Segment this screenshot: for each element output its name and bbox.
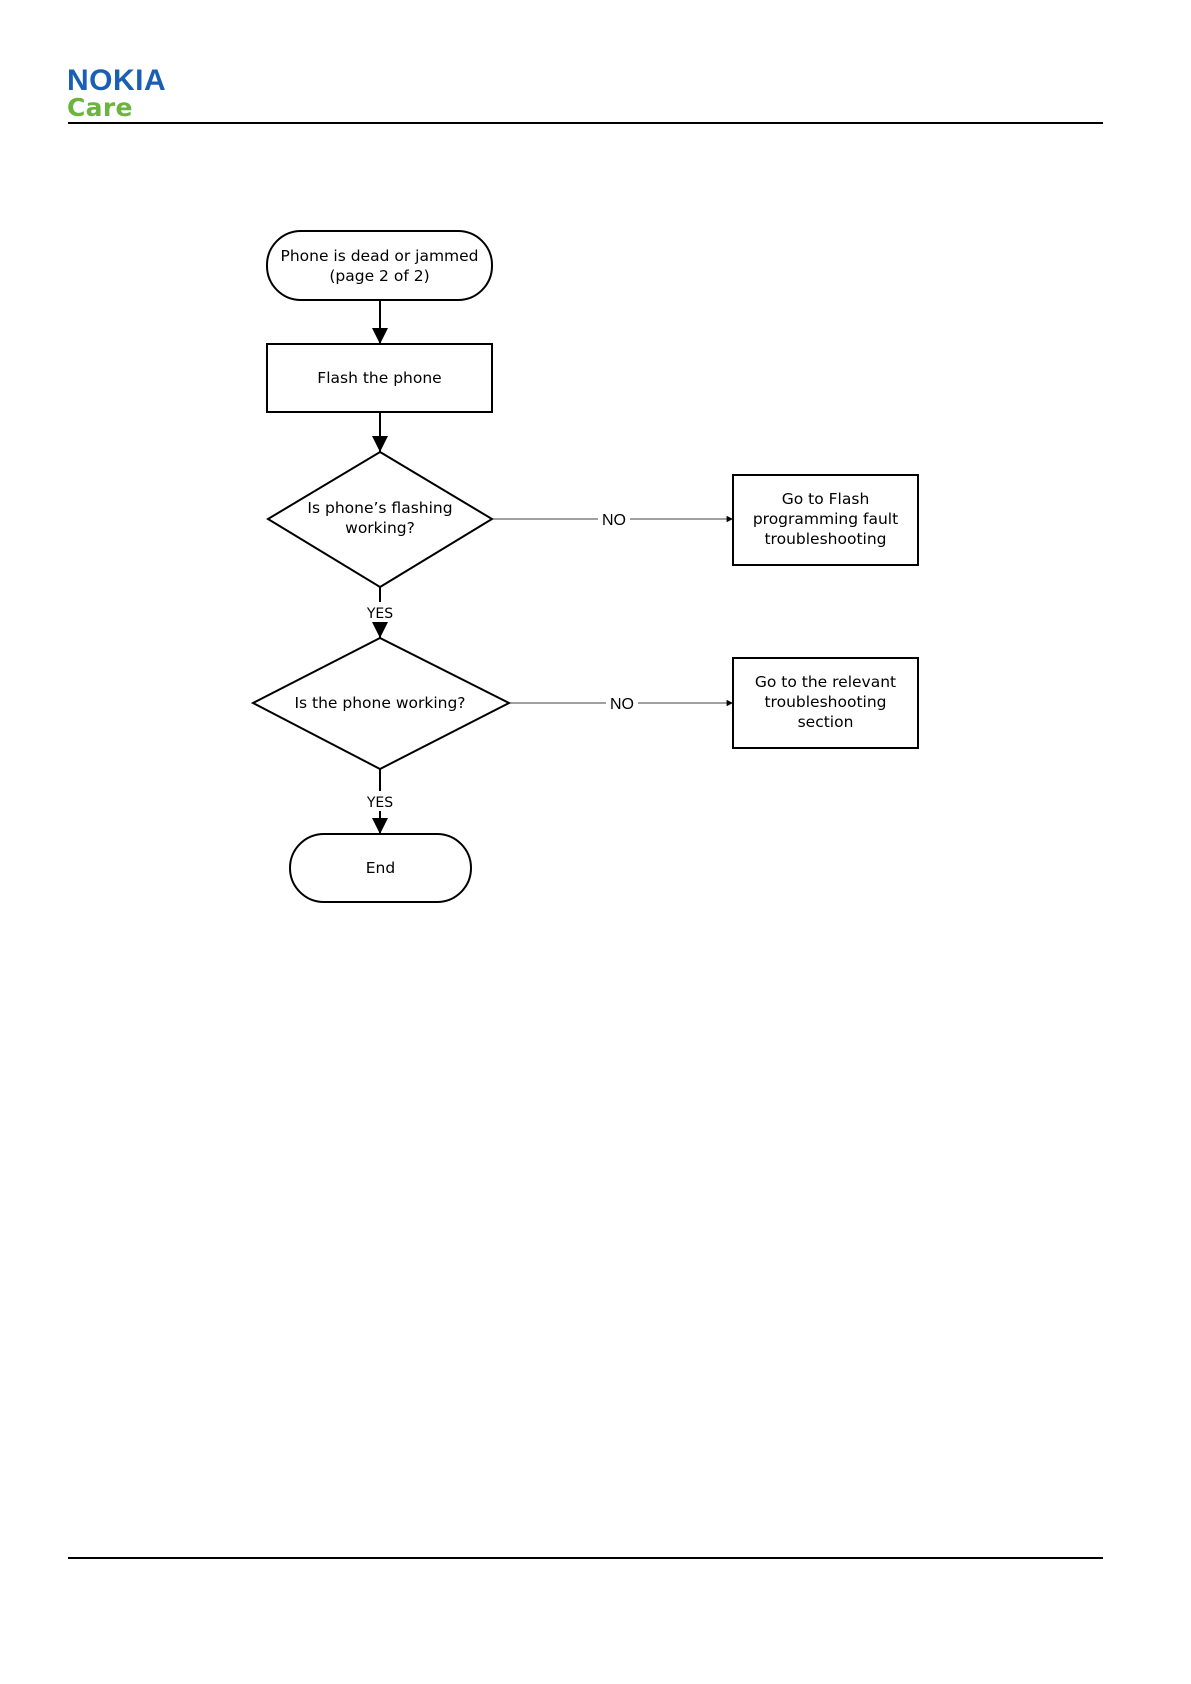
no-label-1: NO: [602, 512, 626, 529]
flash-fault-line3: troubleshooting: [764, 530, 886, 548]
process-flash-fault: Go to Flash programming fault troublesho…: [733, 475, 918, 565]
decision-phone-label: Is the phone working?: [294, 694, 465, 712]
flash-phone-label: Flash the phone: [317, 369, 441, 387]
relevant-section-line3: section: [798, 713, 854, 731]
decision-phone-working: Is the phone working?: [253, 638, 509, 769]
process-relevant-section: Go to the relevant troubleshooting secti…: [733, 658, 918, 748]
relevant-section-line1: Go to the relevant: [755, 673, 896, 691]
flash-fault-line1: Go to Flash: [782, 490, 870, 508]
process-flash-phone: Flash the phone: [267, 344, 492, 412]
start-label-line1: Phone is dead or jammed: [280, 247, 478, 265]
decision-flashing-line2: working?: [345, 519, 415, 537]
decision-flashing-line1: Is phone’s flashing: [307, 499, 452, 517]
no-label-2: NO: [610, 696, 634, 713]
end-terminator: End: [290, 834, 471, 902]
yes-label-1: YES: [366, 606, 393, 622]
relevant-section-line2: troubleshooting: [764, 693, 886, 711]
end-label: End: [366, 859, 395, 877]
decision-flashing-working: Is phone’s flashing working?: [268, 452, 492, 587]
start-terminator: Phone is dead or jammed (page 2 of 2): [267, 231, 492, 300]
start-label-line2: (page 2 of 2): [329, 267, 429, 285]
yes-label-2: YES: [366, 795, 393, 811]
flash-fault-line2: programming fault: [753, 510, 898, 528]
